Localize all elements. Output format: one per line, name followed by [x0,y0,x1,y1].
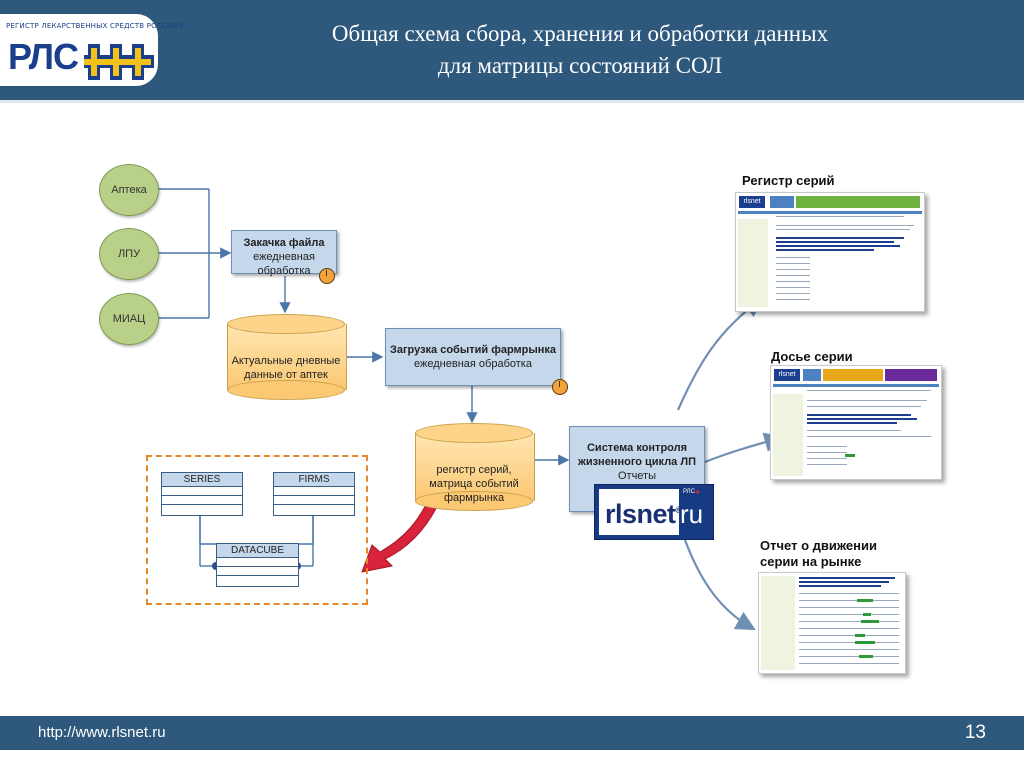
process-download-title: Закачка файла [243,237,325,249]
rlsnet-badge: РЛС [683,489,695,495]
clock-icon [319,268,335,284]
title-line-2: для матрицы состояний СОЛ [437,53,723,78]
slide-title: Общая схема сбора, хранения и обработки … [200,18,960,82]
clock-icon [552,379,568,395]
logo-name: РЛС [8,36,79,77]
source-miac-label: МИАЦ [112,313,146,325]
output-registry-title: Регистр серий [742,173,835,188]
control-system-line2: жизненного цикла ЛП [578,456,696,468]
db-registry-line1: регистр серий, [436,464,512,476]
db-actual-data: Актуальные дневные данные от аптек [227,314,347,400]
db-registry-line2: матрица событий [429,478,519,490]
rlsnet-reg: ® [675,505,683,515]
table-datacube-header: DATACUBE [217,544,298,558]
process-events-title: Загрузка событий фармрынка [389,344,557,356]
output-movement-line1: Отчет о движении [760,538,877,553]
output-registry-screenshot[interactable]: rlsnet [735,192,925,312]
rlsnet-cross-icon: ✚ [695,490,701,496]
process-events: Загрузка событий фармрынка ежедневная об… [385,328,561,386]
rlsnet-name: rlsnet [605,499,676,529]
title-line-1: Общая схема сбора, хранения и обработки … [331,21,829,46]
rls-logo[interactable]: РЕГИСТР ЛЕКАРСТВЕННЫХ СРЕДСТВ РОССИИ® РЛ… [0,14,185,86]
control-system-line3: Отчеты [617,470,657,482]
db-series-registry: регистр серий, матрица событий фармрынка [415,423,535,511]
source-lpu-label: ЛПУ [117,248,141,260]
output-dossier-title: Досье серии [771,349,853,364]
table-series: SERIES [161,472,243,516]
table-datacube: DATACUBE [216,543,299,587]
db-actual-line2: данные от аптек [244,369,328,381]
rlsnet-logo[interactable]: rlsnet® ru РЛС ✚ [594,484,714,540]
table-firms-header: FIRMS [274,473,354,487]
header-divider [0,100,1024,103]
data-model-box [146,455,368,605]
table-series-header: SERIES [162,473,242,487]
source-miac: МИАЦ [99,293,159,345]
process-download-subtitle: ежедневная обработка [253,251,315,277]
output-dossier-screenshot[interactable]: rlsnet [770,365,942,480]
logo-tagline: РЕГИСТР ЛЕКАРСТВЕННЫХ СРЕДСТВ РОССИИ® [6,22,186,30]
source-pharmacy-label: Аптека [111,184,147,196]
output-movement-title: Отчет о движении серии на рынке [760,538,877,570]
process-download: Закачка файла ежедневная обработка [231,230,337,277]
header-bar: РЕГИСТР ЛЕКАРСТВЕННЫХ СРЕДСТВ РОССИИ® РЛ… [0,0,1024,100]
logo-crosses-icon [84,44,154,80]
control-system-line1: Система контроля [586,442,688,454]
footer-url-link[interactable]: http://www.rlsnet.ru [38,724,166,741]
db-registry-line3: фармрынка [443,492,505,504]
output-movement-line2: серии на рынке [760,554,862,569]
red-arrow [361,491,443,573]
process-events-subtitle: ежедневная обработка [414,358,532,370]
rlsnet-domain: ru [680,499,704,529]
page-number: 13 [964,722,986,743]
table-firms: FIRMS [273,472,355,516]
output-movement-screenshot[interactable] [758,572,906,674]
source-pharmacy: Аптека [99,164,159,216]
footer-bar: http://www.rlsnet.ru 13 [0,716,1024,750]
source-lpu: ЛПУ [99,228,159,280]
db-actual-line1: Актуальные дневные [231,355,341,367]
